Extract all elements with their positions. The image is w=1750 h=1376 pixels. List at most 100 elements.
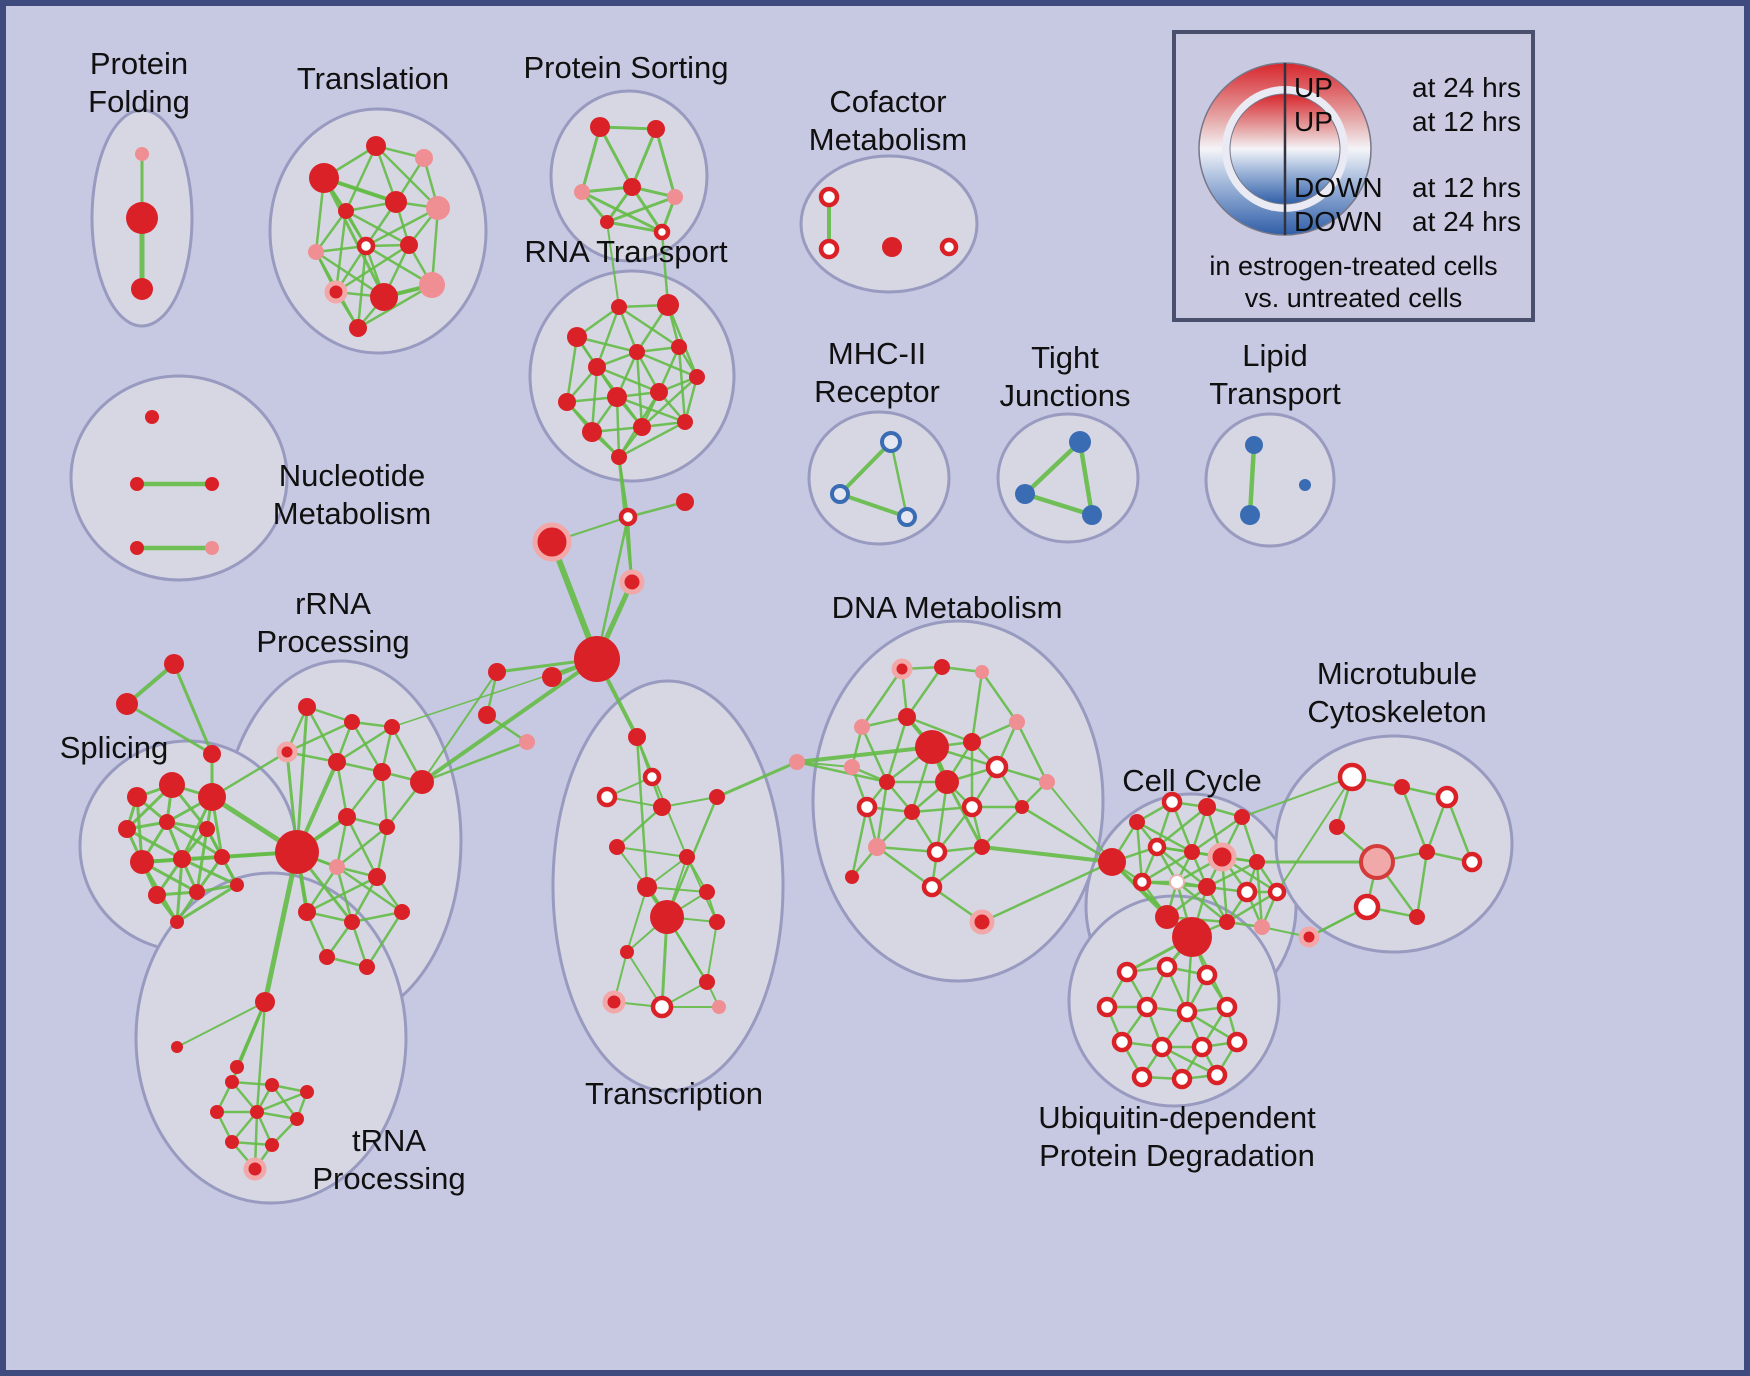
network-node [854,719,870,735]
network-edge [980,670,1019,724]
network-node [255,992,275,1012]
legend-time: at 12 hrs [1412,172,1521,203]
network-edge [380,770,389,829]
network-node [384,719,400,735]
network-edge [595,305,621,369]
network-node [338,808,356,826]
cluster-label-transcription: Transcription [585,1076,763,1111]
network-node [210,1105,224,1119]
network-node [637,877,657,897]
network-node [164,654,184,674]
network-edge [635,350,699,379]
network-node [265,1078,279,1092]
network-node [818,238,840,260]
network-node [1151,1036,1173,1058]
network-edge [1046,781,1113,863]
network-edge [1190,815,1244,854]
network-node [130,477,144,491]
network-edge [617,420,687,459]
network-node [985,755,1009,779]
network-edge [838,492,909,519]
network-node [845,870,859,884]
network-edge [420,657,599,784]
network-node [921,876,943,898]
network-node [419,272,445,298]
network-node [250,1105,264,1119]
legend-time: at 24 hrs [1412,72,1521,103]
network-node [116,693,138,715]
network-node [1172,917,1212,957]
network-node [1082,505,1102,525]
network-node [532,522,572,562]
network-node [349,319,367,337]
network-node [205,541,219,555]
network-edge [980,845,1114,864]
legend-direction: UP [1294,106,1333,137]
network-node [939,237,959,257]
network-edge [1022,439,1083,497]
network-node [898,708,916,726]
network-node [1206,1064,1228,1086]
network-edge [334,209,348,294]
network-node [415,149,433,167]
network-node [324,280,348,304]
network-edge [1241,776,1353,818]
network-edge [635,350,644,429]
network-node [650,383,668,401]
network-edge [595,365,661,394]
network-node [356,236,376,256]
network-node [677,414,693,430]
network-node [290,1112,304,1126]
network-edge [314,209,348,254]
network-edge [1415,850,1429,919]
network-node [880,431,902,453]
network-edge [605,195,677,224]
network-node [1132,872,1152,892]
network-edge [255,1090,309,1114]
network-edge [615,395,621,459]
network-edge [630,127,658,189]
network-node [131,278,153,300]
network-edge [616,846,688,858]
network-edge [1155,805,1209,849]
network-node [126,202,158,234]
network-node [1039,774,1055,790]
network-node [542,667,562,687]
network-node [609,839,625,855]
network-node [602,990,626,1014]
network-node [329,859,345,875]
network-node [426,196,450,220]
network-node [519,734,535,750]
network-edge [1135,820,1194,854]
legend-direction: DOWN [1294,206,1383,237]
network-node [368,868,386,886]
network-node [1129,814,1145,830]
network-node [230,878,244,892]
network-node [582,422,602,442]
network-edge [374,144,440,210]
network-node [309,163,339,193]
network-node [600,215,614,229]
network-edge [795,760,889,784]
network-edge [635,735,649,889]
network-node [1184,844,1200,860]
network-node [230,1060,244,1074]
network-edge [350,720,384,774]
network-node [588,358,606,376]
network-edge [646,886,708,893]
network-node [394,904,410,920]
network-node [879,774,895,790]
network-edge [364,206,440,248]
network-node [969,909,995,935]
network-node [699,974,715,990]
network-edge [605,220,664,234]
network-node [897,507,917,527]
network-node [882,237,902,257]
network-node [1015,800,1029,814]
network-node [596,786,618,808]
network-node [679,849,695,865]
network-edge [661,796,718,808]
network-node [1461,851,1483,873]
